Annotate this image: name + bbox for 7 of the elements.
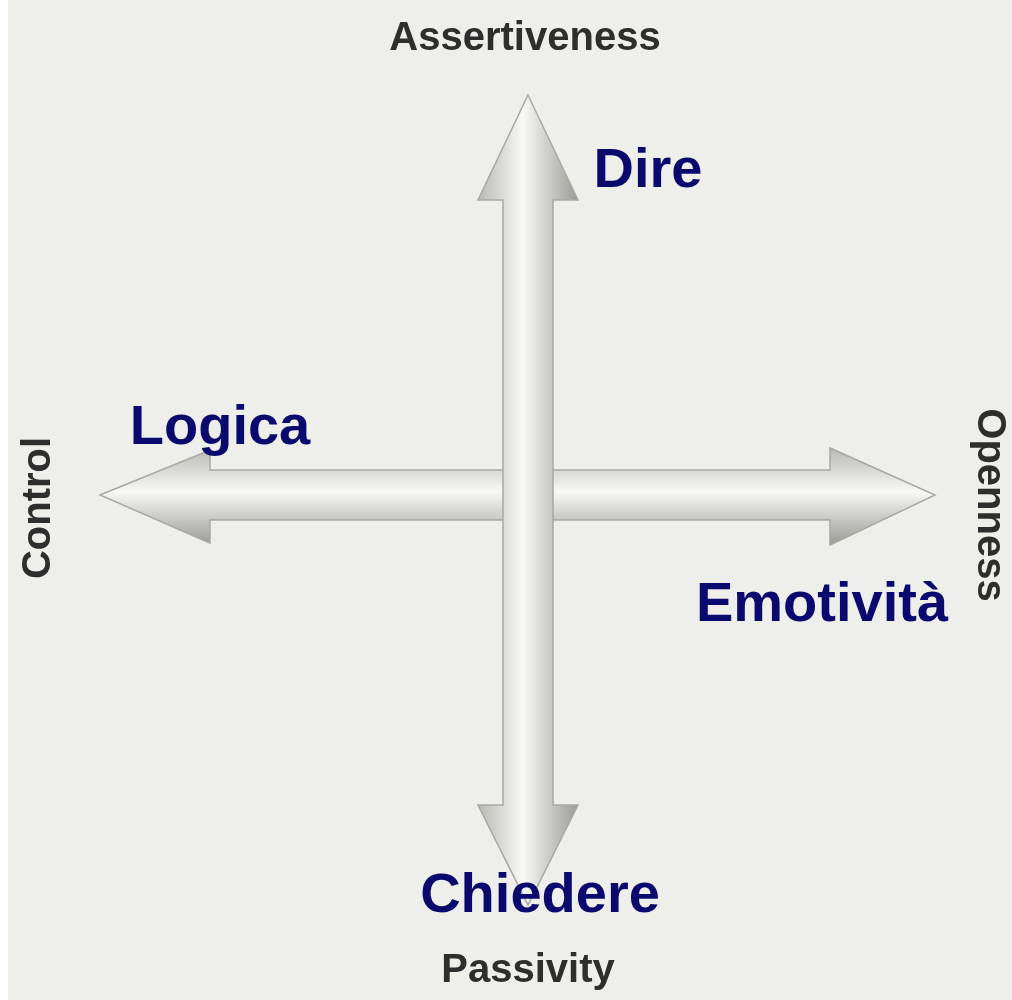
axis-label: Openness (972, 408, 1012, 602)
quadrant-label: Chiedere (420, 865, 660, 921)
quadrant-label: Dire (593, 140, 703, 196)
axis-label: Control (16, 436, 56, 580)
quadrant-label: Emotività (695, 574, 949, 630)
axis-label: Assertiveness (389, 16, 661, 56)
axis-label: Passivity (441, 948, 615, 988)
